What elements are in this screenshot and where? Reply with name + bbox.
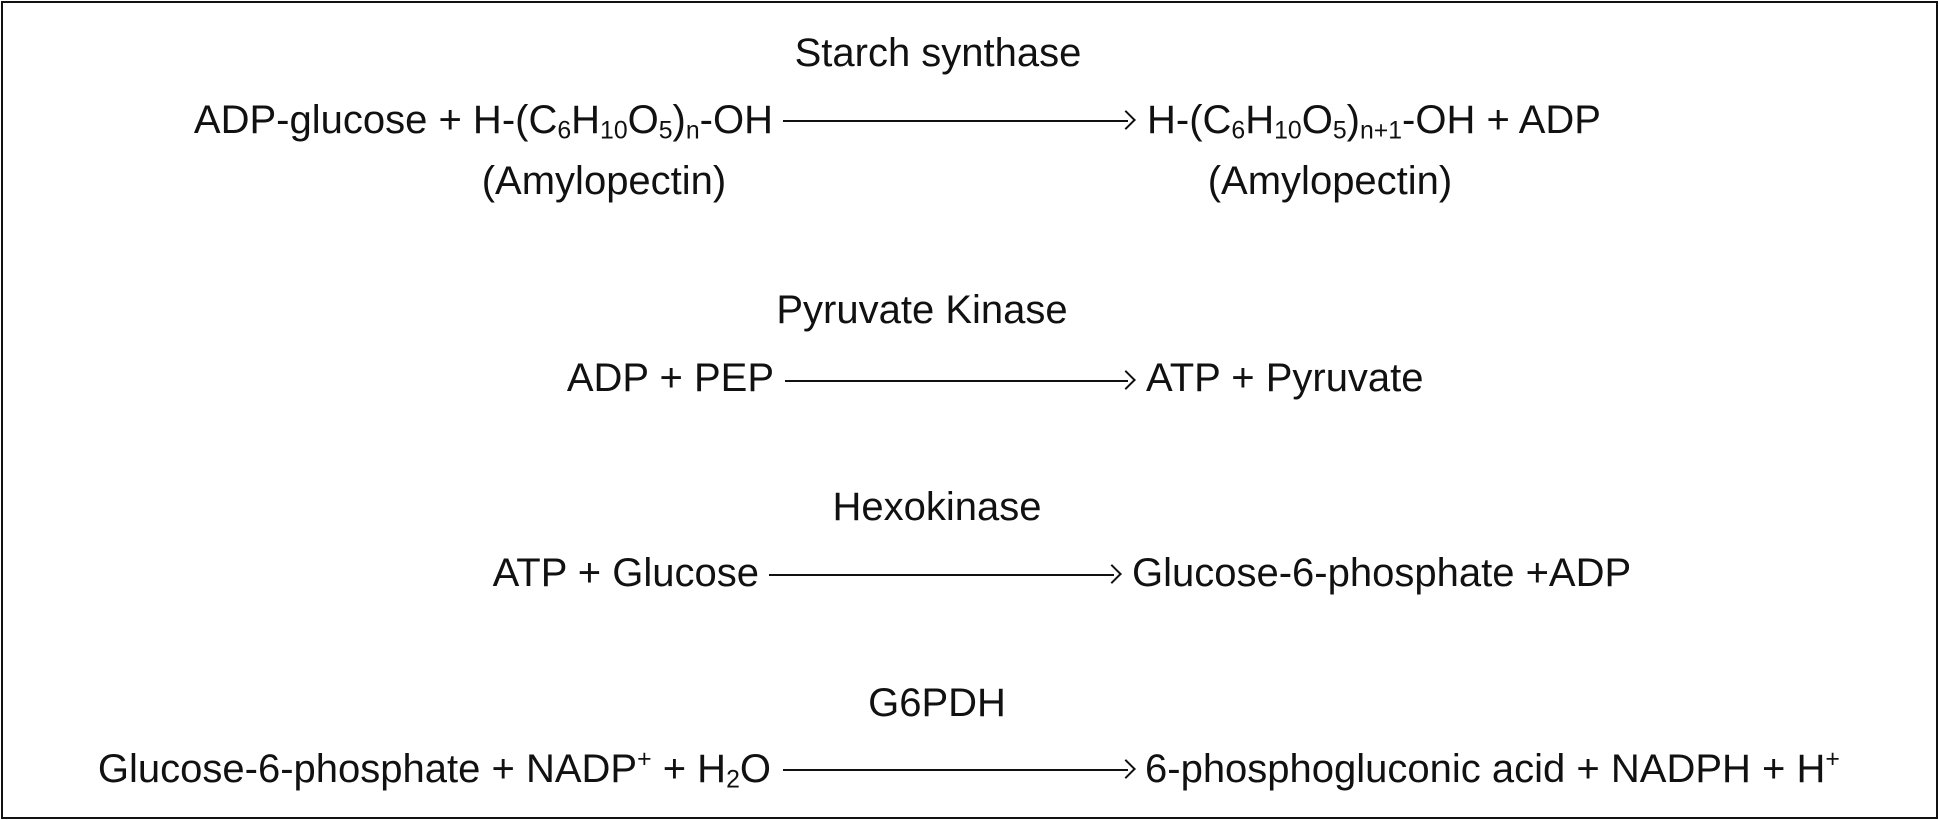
enzyme-label-pyruvate-kinase: Pyruvate Kinase	[776, 288, 1068, 332]
enzyme-label-starch-synthase: Starch synthase	[794, 31, 1082, 75]
reaction-4-products: 6-phosphogluconic acid + NADPH + H+	[1145, 746, 1840, 791]
reaction-1-substrate-note: (Amylopectin)	[481, 159, 727, 203]
enzyme-label-hexokinase: Hexokinase	[832, 485, 1042, 529]
reaction-3-arrow	[769, 563, 1122, 587]
enzyme-label-g6pdh: G6PDH	[868, 681, 1006, 725]
reaction-1-substrates: ADP-glucose + H-(C6H10O5)n-OH	[193, 98, 773, 145]
reaction-2-substrates: ADP + PEP	[566, 356, 774, 400]
reaction-3-products: Glucose-6-phosphate +ADP	[1132, 551, 1632, 595]
reaction-3-substrates: ATP + Glucose	[492, 551, 759, 595]
reaction-2-arrow	[785, 369, 1136, 393]
reaction-1-products: H-(C6H10O5)n+1-OH + ADP	[1147, 98, 1601, 145]
reaction-4-substrates: Glucose-6-phosphate + NADP+ + H2O	[97, 746, 771, 794]
reaction-1-product-note: (Amylopectin)	[1207, 159, 1453, 203]
reaction-4-arrow	[783, 758, 1136, 782]
reaction-1-arrow	[783, 109, 1136, 133]
reaction-2-products: ATP + Pyruvate	[1146, 356, 1424, 400]
